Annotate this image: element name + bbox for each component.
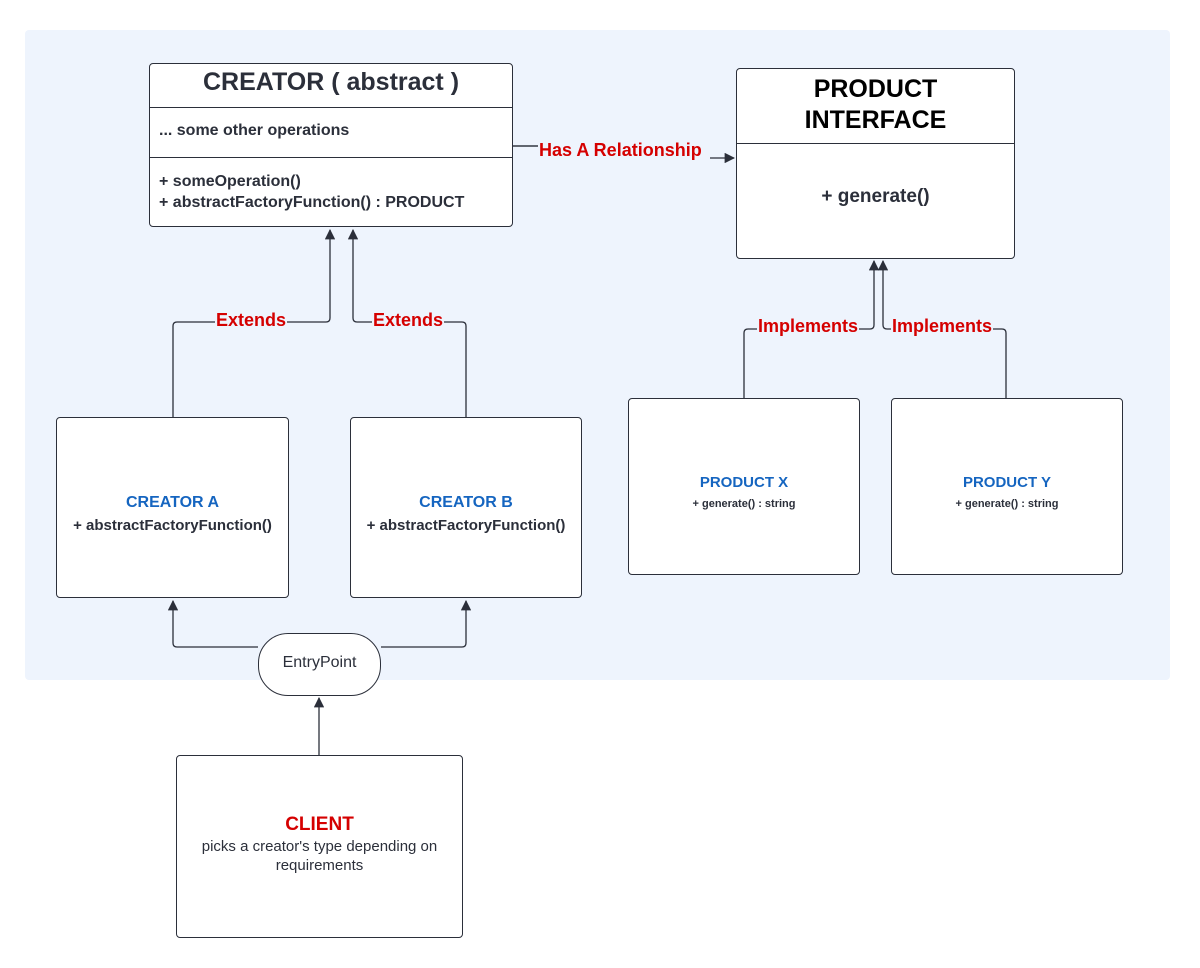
client-description-line2: requirements bbox=[275, 857, 364, 874]
extends-label-a: Extends bbox=[215, 309, 288, 331]
product-interface-title-line2: INTERFACE bbox=[804, 106, 947, 134]
product-x-method: + generate() : string bbox=[692, 498, 796, 510]
creator-method-some-operation: + someOperation() bbox=[159, 173, 301, 190]
creator-a-class[interactable]: CREATOR A + abstractFactoryFunction() bbox=[56, 417, 289, 598]
entry-point-label: EntryPoint bbox=[282, 654, 357, 671]
creator-b-title: CREATOR B bbox=[419, 494, 513, 511]
product-interface-title: PRODUCT INTERFACE bbox=[737, 69, 1014, 143]
client-title: CLIENT bbox=[285, 814, 354, 835]
client-node[interactable]: CLIENT picks a creator's type depending … bbox=[176, 755, 463, 938]
implements-label-x: Implements bbox=[757, 315, 860, 337]
creator-method-abstract-factory: + abstractFactoryFunction() : PRODUCT bbox=[159, 194, 465, 211]
product-x-class[interactable]: PRODUCT X + generate() : string bbox=[628, 398, 860, 575]
creator-abstract-attributes: ... some other operations bbox=[159, 122, 350, 139]
product-interface-method: + generate() bbox=[821, 186, 930, 207]
product-y-method: + generate() : string bbox=[955, 498, 1059, 510]
creator-b-method: + abstractFactoryFunction() bbox=[366, 517, 566, 534]
creator-abstract-class[interactable]: CREATOR ( abstract ) ... some other oper… bbox=[149, 63, 513, 227]
creator-abstract-title: CREATOR ( abstract ) bbox=[202, 68, 460, 96]
product-interface-title-line1: PRODUCT bbox=[813, 75, 938, 103]
entry-point-node[interactable]: EntryPoint bbox=[258, 633, 381, 696]
creator-b-class[interactable]: CREATOR B + abstractFactoryFunction() bbox=[350, 417, 582, 598]
class-divider bbox=[150, 107, 512, 108]
entry-to-creator-b-edge bbox=[381, 599, 472, 648]
creator-a-method: + abstractFactoryFunction() bbox=[73, 517, 272, 534]
client-description-line1: picks a creator's type depending on bbox=[201, 838, 438, 855]
class-divider bbox=[150, 157, 512, 158]
class-divider bbox=[737, 143, 1014, 144]
product-y-class[interactable]: PRODUCT Y + generate() : string bbox=[891, 398, 1123, 575]
product-x-title: PRODUCT X bbox=[699, 474, 789, 491]
entry-to-creator-a-edge bbox=[167, 599, 258, 648]
creator-a-title: CREATOR A bbox=[125, 494, 220, 511]
product-interface-class[interactable]: PRODUCT INTERFACE + generate() bbox=[736, 68, 1015, 259]
extends-label-b: Extends bbox=[372, 309, 445, 331]
implements-label-y: Implements bbox=[891, 315, 994, 337]
has-a-relationship-label: Has A Relationship bbox=[538, 139, 703, 161]
product-y-title: PRODUCT Y bbox=[962, 474, 1052, 491]
